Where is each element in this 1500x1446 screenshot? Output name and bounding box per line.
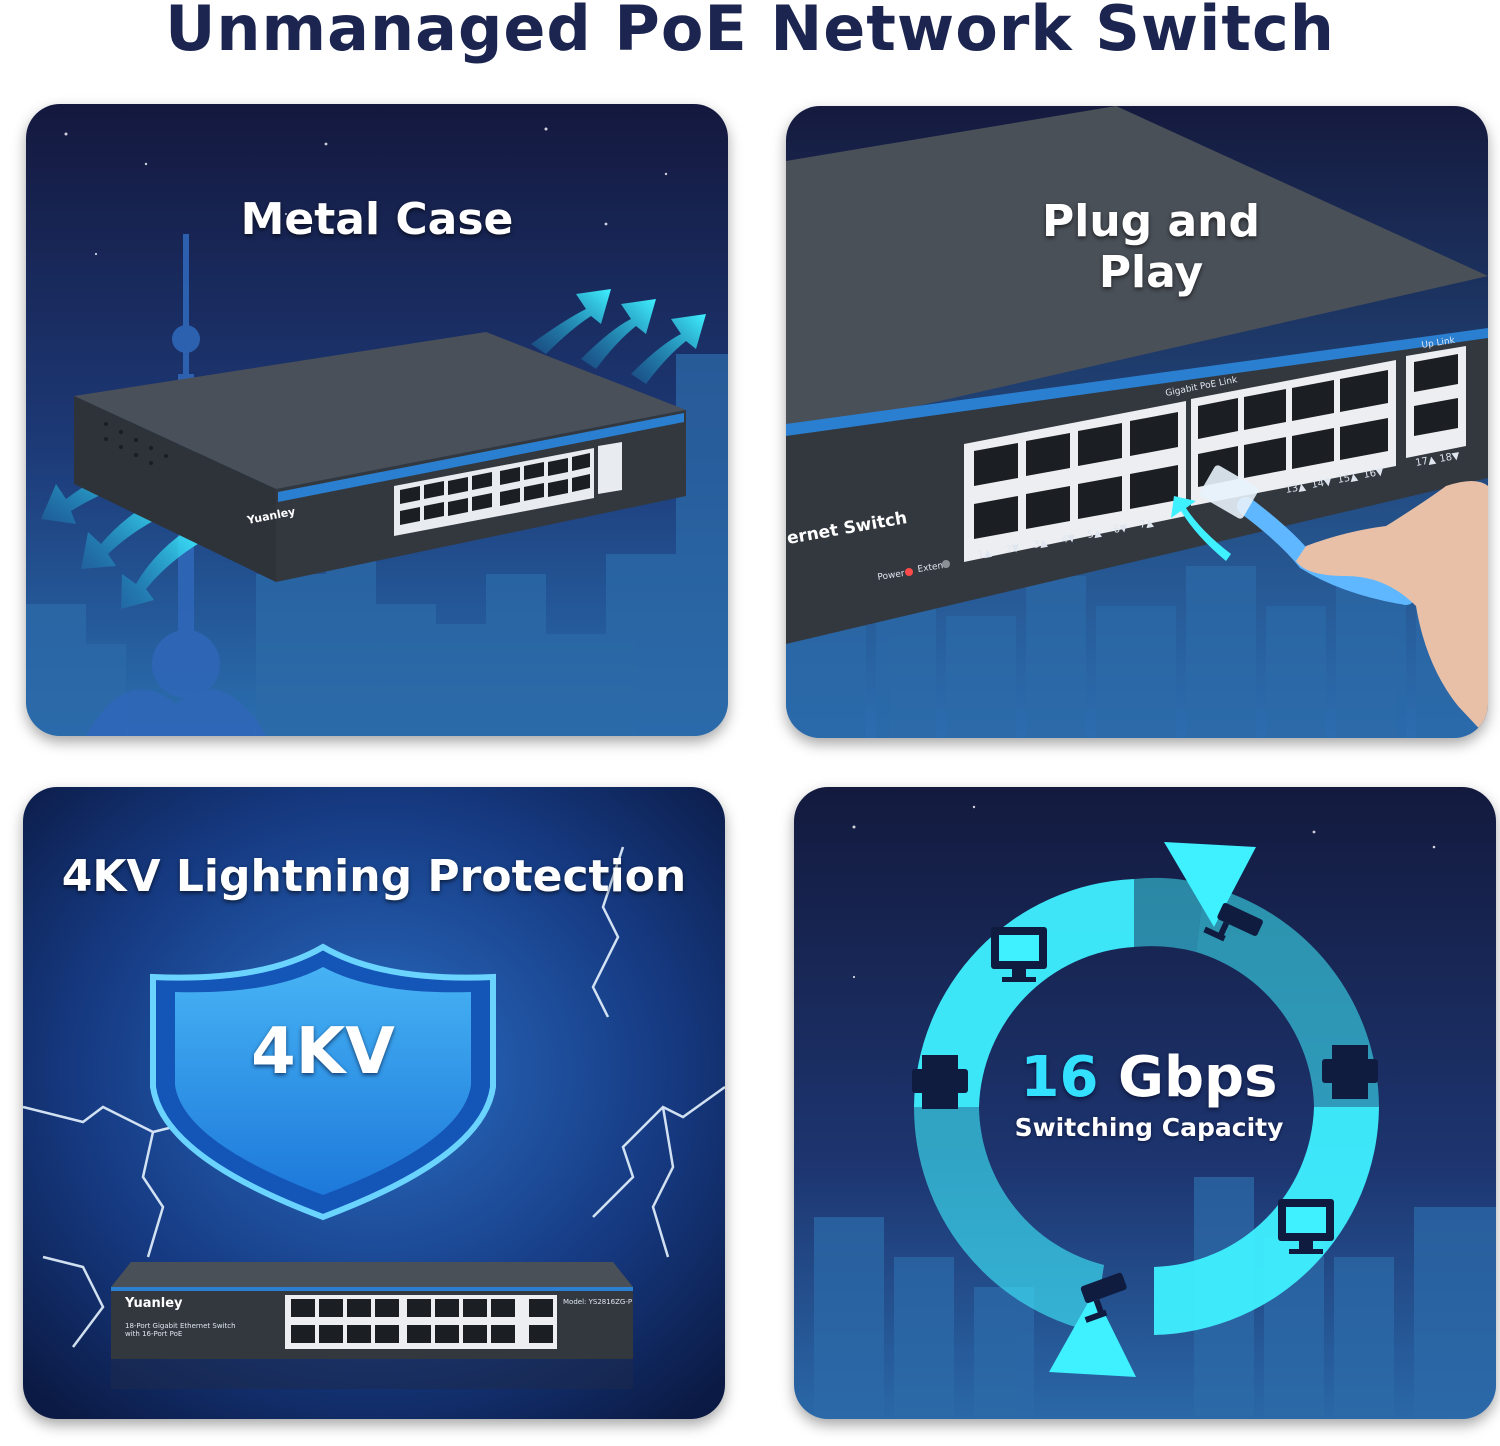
network-switch-image: Yuanley 18-Port Gigabit Ethernet Switch … (111, 1262, 633, 1389)
switch-description-line2: with 16-Port PoE (125, 1330, 182, 1338)
capacity-number: 16 (1020, 1045, 1099, 1110)
printer-icon (912, 1055, 968, 1109)
monitor-icon (991, 927, 1047, 982)
extend-label: Extend (917, 560, 950, 575)
port-label: 16▼ (1363, 467, 1385, 481)
port-label: 7▲ (1139, 518, 1155, 531)
port-label: 4▼ (1061, 533, 1077, 546)
network-switch-closeup: Gigabit PoE Link Up Link ernet Switch Po… (786, 106, 1488, 738)
port-label: 3▲ (1033, 538, 1049, 551)
port-label: 15▲ (1337, 472, 1359, 486)
panel-title-lightning-protection: 4KV Lightning Protection (61, 851, 687, 902)
lightning-icon (23, 846, 725, 1348)
insert-arrow-icon (1171, 496, 1231, 561)
printer-icon (1322, 1045, 1378, 1099)
lightning-background: Yuanley 18-Port Gigabit Ethernet Switch … (23, 787, 725, 1419)
monitor-icon (1278, 1199, 1334, 1254)
switching-capacity-background (794, 787, 1496, 1419)
feature-panel-plug-and-play: Gigabit PoE Link Up Link ernet Switch Po… (786, 106, 1488, 738)
feature-panel-lightning-protection: Yuanley 18-Port Gigabit Ethernet Switch … (23, 787, 725, 1419)
panel-title-metal-case: Metal Case (240, 194, 514, 245)
power-led-icon (905, 568, 913, 576)
switching-capacity-label: Switching Capacity (1014, 1113, 1284, 1142)
network-switch-image: Yuanley (74, 332, 686, 582)
port-label: 17▲ (1415, 455, 1437, 469)
port-label: 14▼ (1311, 477, 1333, 491)
power-led-label: Power (877, 569, 906, 583)
hand-icon (1296, 481, 1488, 738)
shield-icon (150, 943, 496, 1221)
port-label: 13▲ (1285, 482, 1307, 496)
switch-brand-label: Yuanley (124, 1296, 183, 1311)
port-label: 18▼ (1439, 451, 1461, 465)
panel-title-plug-and-play: Plug and Play (1042, 196, 1260, 298)
capacity-unit: Gbps (1117, 1045, 1278, 1110)
circular-arrows-icon (913, 842, 1379, 1377)
port-label: 2▼ (1005, 543, 1021, 556)
extend-led-icon (942, 560, 950, 568)
switch-model-label: Model: YS2816ZG-P (563, 1298, 632, 1306)
switch-description-line1: 18-Port Gigabit Ethernet Switch (125, 1322, 236, 1330)
city-skyline (814, 1177, 1496, 1419)
camera-icon (1080, 1272, 1127, 1323)
port-label: 5▲ (1087, 528, 1103, 541)
camera-icon (1203, 902, 1263, 942)
switching-capacity-value: 16 Gbps (944, 1045, 1354, 1110)
feature-panel-metal-case: Yuanley Metal Case (26, 104, 728, 736)
port-label: 1▲ (977, 548, 993, 561)
port-label: 6▼ (1113, 523, 1129, 536)
feature-panel-switching-capacity: 16 Gbps Switching Capacity (794, 787, 1496, 1419)
airflow-arrow-icon (531, 289, 706, 384)
city-skyline (26, 354, 728, 736)
page-title: Unmanaged PoE Network Switch (165, 0, 1335, 65)
metal-case-background: Yuanley (26, 104, 728, 736)
plug-and-play-background: Gigabit PoE Link Up Link ernet Switch Po… (786, 106, 1488, 738)
shield-badge-text: 4KV (251, 1015, 395, 1089)
